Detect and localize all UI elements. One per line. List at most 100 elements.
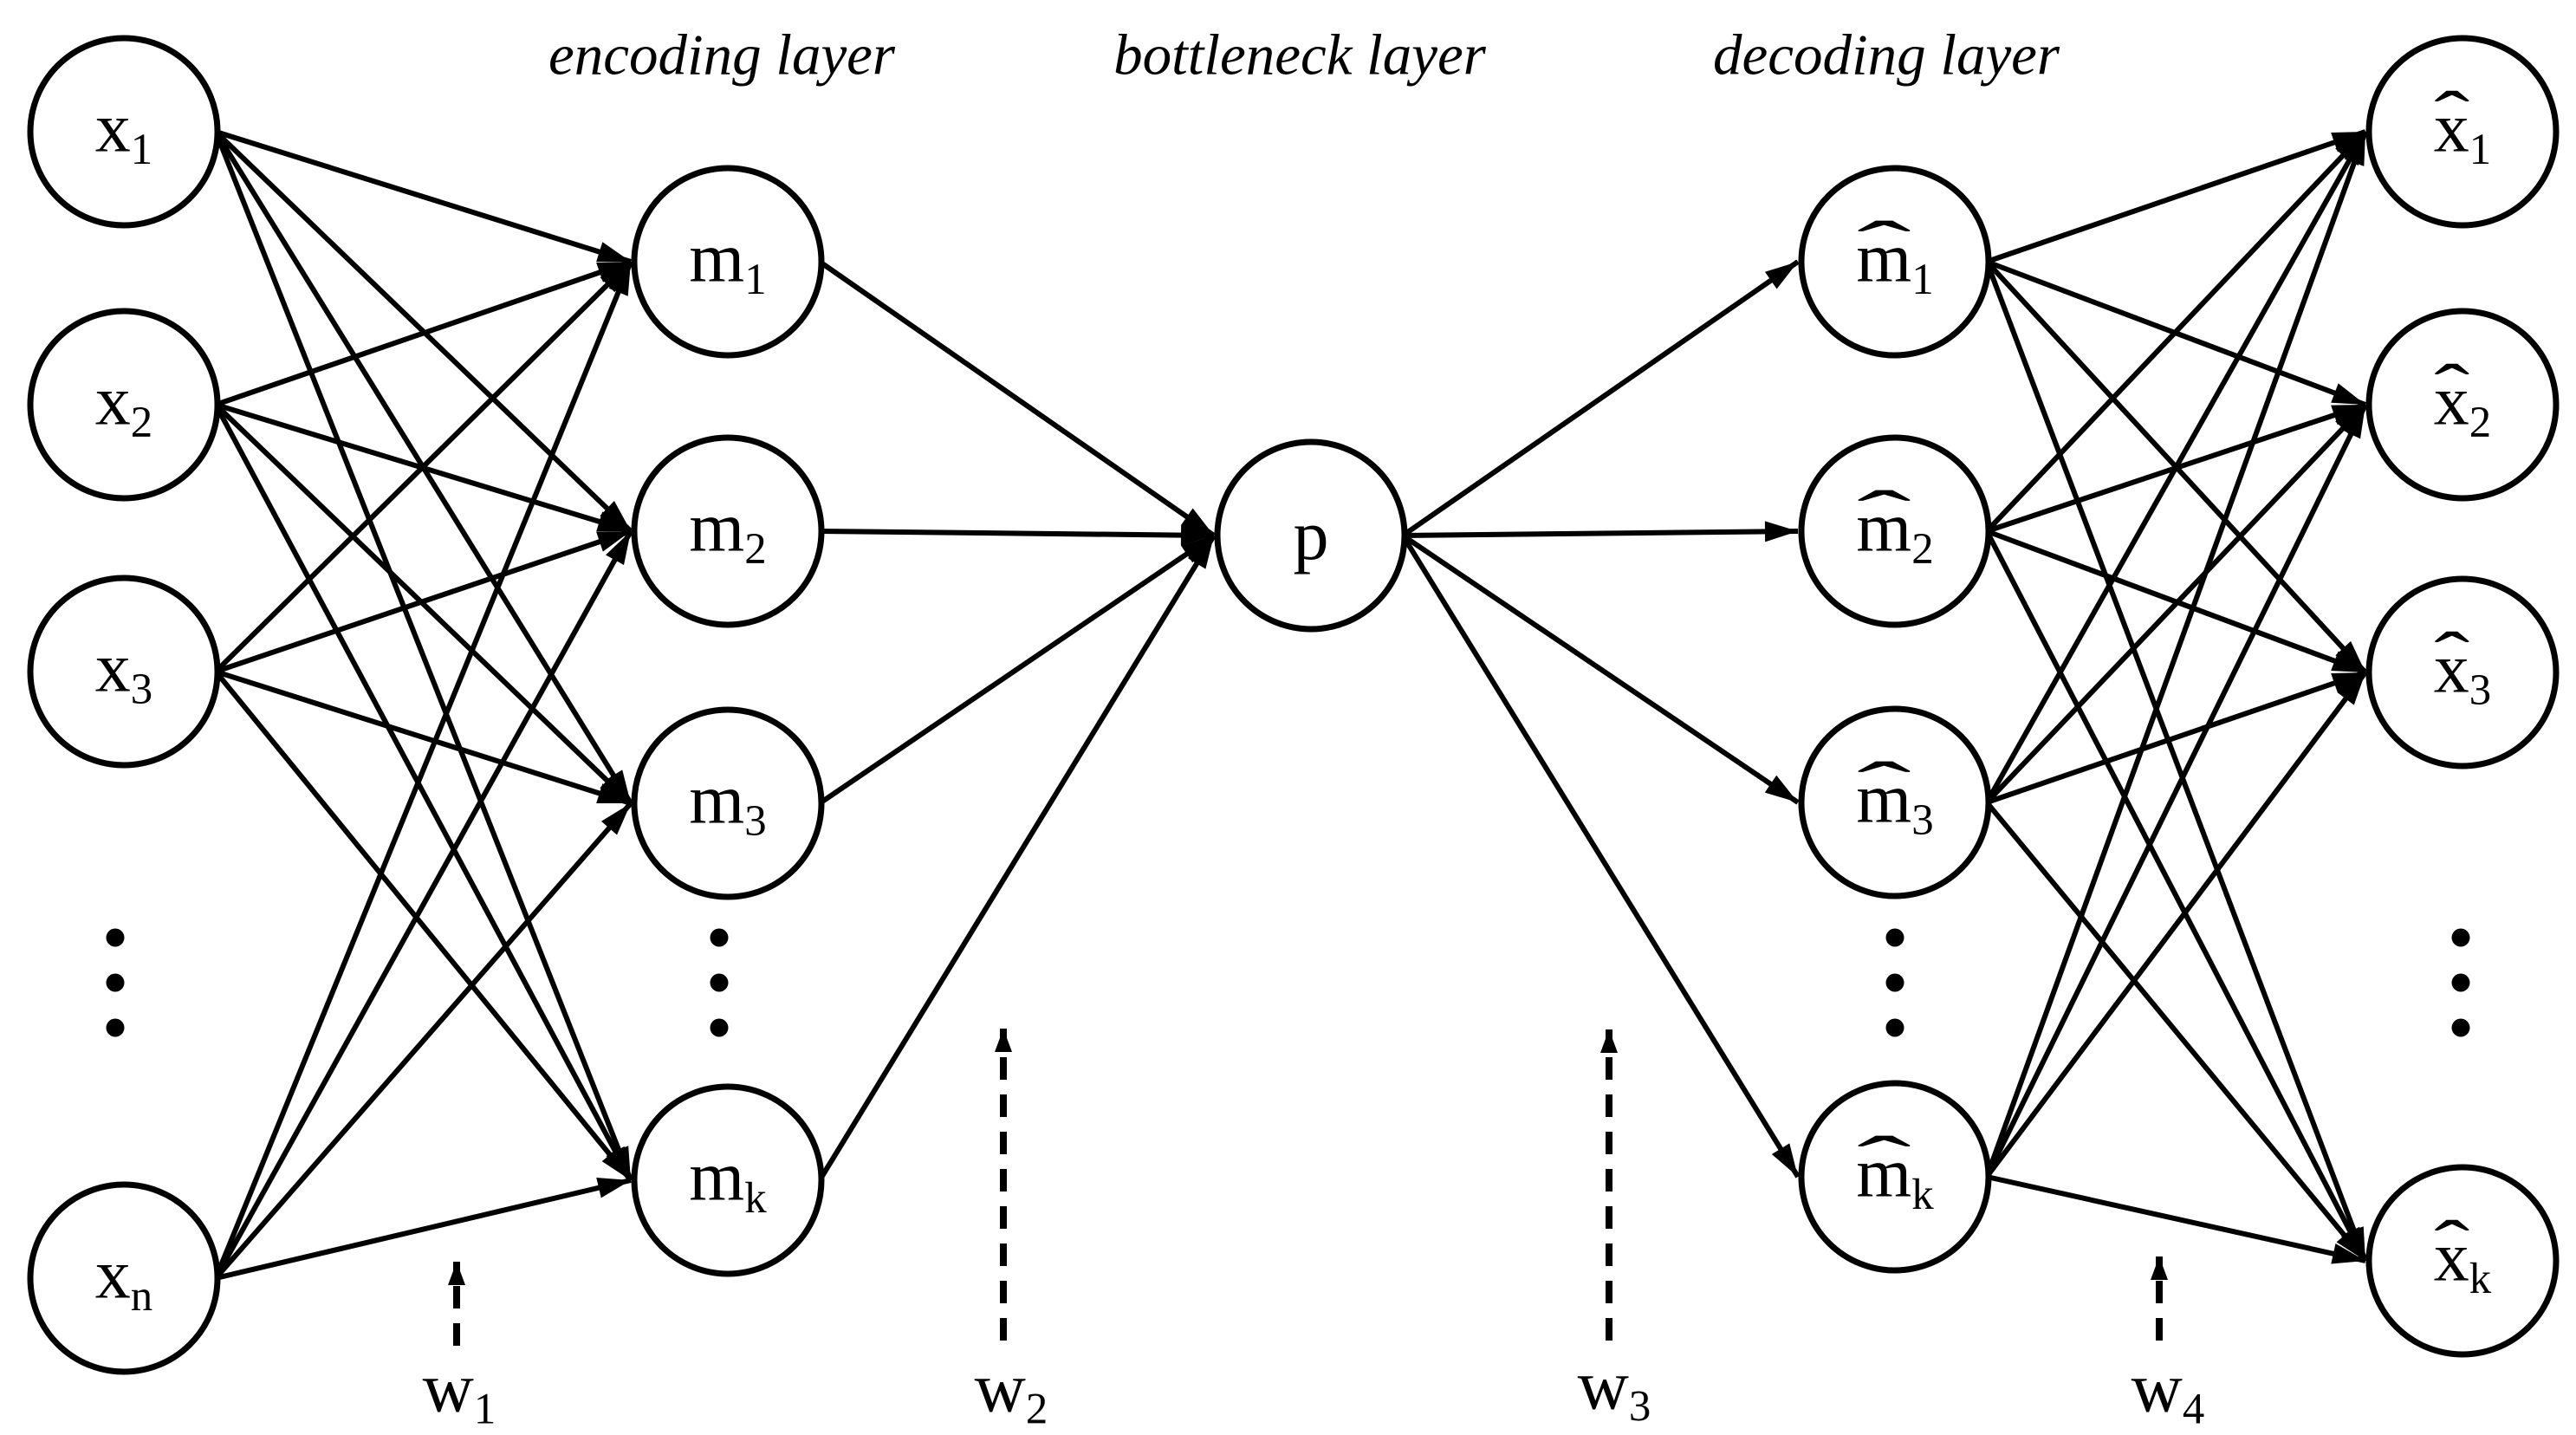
edge-xn-m2 bbox=[213, 529, 633, 1280]
node-circle-mhk bbox=[1798, 1080, 1992, 1274]
node-label-mk: mk bbox=[689, 1136, 767, 1222]
node-circle-x3 bbox=[27, 575, 221, 769]
edge-x1-mk bbox=[213, 130, 633, 1182]
subscript: 2 bbox=[130, 397, 153, 446]
edge-mh3-xhk bbox=[1984, 801, 2368, 1263]
node-circle-xn bbox=[27, 1181, 221, 1375]
edge-mh1-xh1 bbox=[1986, 129, 2366, 264]
edge-xn-mk bbox=[215, 1178, 632, 1281]
hat-accent: ˆ bbox=[2433, 1206, 2469, 1286]
ellipsis-dot-output-1 bbox=[2451, 973, 2470, 992]
node-circle-x1 bbox=[27, 35, 221, 229]
weight-label-w3: w3 bbox=[1577, 1345, 1651, 1431]
edge-mhk-xhk bbox=[1986, 1174, 2366, 1264]
node-circle-mh2 bbox=[1798, 434, 1992, 628]
ellipsis-dot-decoding-2 bbox=[1885, 1018, 1904, 1037]
node-circle-mk bbox=[631, 1083, 825, 1277]
subscript: 3 bbox=[2469, 665, 2492, 714]
ellipsis-dot-encoding-2 bbox=[710, 1018, 729, 1037]
node-circle-x2 bbox=[27, 308, 221, 502]
subscript: 3 bbox=[744, 795, 767, 845]
edge-p-mh1 bbox=[1401, 259, 1800, 538]
ellipsis-dot-encoding-1 bbox=[710, 973, 729, 992]
node-circle-xh2 bbox=[2365, 308, 2560, 502]
hat-accent: ˆ bbox=[2433, 350, 2469, 430]
subscript: n bbox=[130, 1270, 153, 1320]
subscript: 3 bbox=[1628, 1381, 1651, 1431]
edge-mhk-xh2 bbox=[1984, 403, 2368, 1179]
edge-mh2-xhk bbox=[1984, 529, 2368, 1263]
hat-accent: ˆ bbox=[1856, 1122, 1911, 1202]
edge-mhk-xh3 bbox=[1984, 671, 2368, 1179]
ellipsis-dot-input-0 bbox=[106, 928, 125, 947]
node-circle-xh3 bbox=[2365, 575, 2560, 769]
node-label-x3: x3 bbox=[94, 627, 153, 713]
hat-accent: ˆ bbox=[2433, 618, 2469, 698]
edge-x1-m1 bbox=[215, 129, 632, 264]
layer-title-bottleneck: bottleneck layer bbox=[1113, 23, 1486, 88]
node-circle-mh1 bbox=[1798, 165, 1992, 359]
ellipsis-dot-input-1 bbox=[106, 973, 125, 992]
hat-accent: ˆ bbox=[2433, 77, 2469, 157]
subscript: 2 bbox=[744, 523, 767, 573]
weight-label-w2: w2 bbox=[974, 1347, 1048, 1433]
edge-x3-m2 bbox=[215, 529, 632, 674]
edge-x3-m3 bbox=[215, 669, 632, 806]
edge-mh3-xh1 bbox=[1984, 130, 2368, 804]
edge-m2-p bbox=[819, 524, 1215, 546]
subscript: 1 bbox=[130, 124, 153, 173]
subscript: 3 bbox=[130, 664, 153, 713]
node-label-m2: m2 bbox=[689, 487, 767, 573]
node-circle-m2 bbox=[631, 434, 825, 628]
weight-label-w1: w1 bbox=[422, 1347, 496, 1433]
layer-title-decoding: decoding layer bbox=[1712, 23, 2060, 88]
ellipsis-dot-input-2 bbox=[106, 1018, 125, 1037]
node-circle-mh3 bbox=[1798, 705, 1992, 899]
edge-x3-mk bbox=[213, 670, 633, 1182]
edge-p-mh3 bbox=[1401, 533, 1800, 805]
subscript: k bbox=[744, 1172, 767, 1222]
ellipsis-dot-output-2 bbox=[2451, 1018, 2470, 1037]
layer-title-encoding: encoding layer bbox=[548, 23, 896, 88]
edge-mh1-xhk bbox=[1984, 260, 2368, 1263]
ellipsis-dot-decoding-0 bbox=[1885, 928, 1904, 947]
edge-p-mhk bbox=[1400, 534, 1801, 1179]
ellipsis-dot-decoding-1 bbox=[1885, 973, 1904, 992]
node-label-m3: m3 bbox=[689, 759, 767, 845]
node-label-x1: x1 bbox=[94, 88, 153, 173]
edge-xn-m1 bbox=[213, 260, 633, 1280]
hat-accent: ˆ bbox=[1856, 207, 1911, 287]
edge-m1-p bbox=[818, 259, 1216, 538]
subscript: 1 bbox=[744, 254, 767, 303]
subscript: 3 bbox=[1911, 795, 1934, 844]
edge-m3-p bbox=[818, 533, 1216, 806]
hat-accent: ˆ bbox=[1856, 748, 1911, 828]
edge-mh2-xh1 bbox=[1984, 129, 2368, 534]
edge-mk-p bbox=[817, 534, 1217, 1182]
subscript: 4 bbox=[2182, 1384, 2205, 1433]
edge-mh3-xh2 bbox=[1984, 402, 2368, 805]
node-circle-m3 bbox=[631, 706, 825, 900]
edge-mhk-xh1 bbox=[1984, 130, 2368, 1179]
edge-xn-m3 bbox=[213, 802, 633, 1280]
edge-x2-mk bbox=[213, 403, 633, 1182]
node-circle-xhk bbox=[2365, 1164, 2560, 1358]
ellipsis-dot-output-0 bbox=[2451, 928, 2470, 947]
subscript: 2 bbox=[1025, 1384, 1048, 1433]
node-circle-m1 bbox=[631, 165, 825, 359]
ellipsis-dot-encoding-0 bbox=[710, 928, 729, 947]
